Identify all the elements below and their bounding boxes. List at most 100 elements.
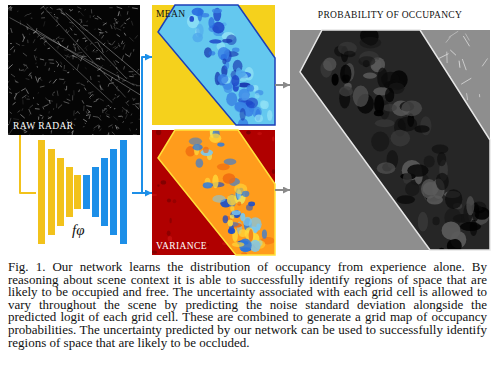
radar-return: [62, 40, 63, 42]
radar-return: [119, 12, 121, 16]
variance-speck: [257, 132, 262, 135]
radar-return: [93, 50, 94, 51]
probability-detail: [450, 50, 456, 55]
radar-return: [78, 11, 79, 12]
radar-return: [36, 28, 38, 31]
radar-return: [104, 73, 105, 74]
probability-patch: [432, 144, 449, 153]
radar-return: [106, 105, 107, 107]
radar-return: [103, 110, 105, 111]
radar-return: [122, 116, 123, 118]
radar-return: [27, 134, 30, 135]
mean-patch: [240, 108, 246, 121]
radar-return: [23, 34, 25, 39]
variance-patch: [237, 202, 241, 206]
probability-detail: [462, 59, 466, 70]
radar-return: [77, 82, 80, 83]
probability-patch: [447, 239, 462, 253]
radar-return: [115, 47, 118, 49]
image-panel: RAW RADAR: [8, 5, 140, 135]
flow-arrow: [132, 192, 152, 194]
variance-patch: [228, 219, 233, 226]
radar-return: [49, 81, 51, 83]
radar-return: [93, 94, 94, 96]
radar-return: [38, 35, 40, 37]
variance-patch: [223, 215, 228, 223]
radar-return: [8, 86, 9, 88]
radar-return: [81, 19, 83, 23]
variance-patch: [217, 163, 230, 170]
radar-return: [20, 114, 24, 118]
radar-return: [100, 86, 104, 90]
radar-return: [40, 115, 43, 117]
radar-return: [75, 49, 77, 51]
radar-return: [11, 74, 15, 77]
radar-return: [8, 124, 9, 126]
mean-patch: [212, 8, 222, 13]
radar-return: [17, 11, 19, 12]
radar-return: [86, 114, 89, 116]
radar-return: [50, 62, 55, 64]
radar-return: [69, 94, 70, 95]
radar-return: [135, 106, 139, 110]
radar-return: [39, 77, 41, 79]
radar-return: [20, 20, 21, 25]
radar-return: [128, 6, 129, 7]
decoder-bar: [120, 140, 127, 244]
radar-return: [137, 70, 138, 72]
variance-background: [152, 130, 275, 255]
radar-return: [129, 71, 134, 72]
radar-return: [9, 88, 11, 90]
radar-return: [77, 57, 80, 60]
radar-return: [103, 43, 105, 45]
radar-return: [72, 130, 73, 135]
radar-return: [35, 63, 36, 65]
radar-return: [81, 84, 85, 86]
radar-return: [81, 55, 85, 56]
radar-return: [88, 111, 90, 113]
radar-return: [35, 48, 36, 50]
radar-return: [14, 50, 16, 53]
radar-return: [64, 50, 68, 51]
variance-speck: [272, 169, 275, 174]
radar-return: [41, 134, 43, 135]
mean-patch: [217, 74, 228, 84]
figure-caption: Fig. 1. Our network learns the distribut…: [8, 261, 487, 349]
variance-patch: [203, 147, 209, 153]
radar-return: [110, 107, 111, 109]
radar-return: [111, 77, 112, 81]
radar-return: [83, 38, 86, 39]
radar-return: [91, 9, 92, 13]
image-panel: PROBABILITY OF OCCUPANCY: [290, 5, 490, 250]
radar-return: [90, 43, 91, 45]
variance-patch: [189, 138, 202, 146]
probability-patch: [437, 152, 446, 166]
radar-return: [44, 43, 45, 46]
probability-patch: [405, 182, 419, 197]
radar-return: [29, 105, 33, 108]
radar-return: [88, 92, 93, 94]
radar-return: [102, 48, 104, 53]
radar-return: [80, 19, 81, 21]
radar-return: [24, 131, 27, 132]
variance-region: [158, 130, 275, 255]
radar-return: [127, 101, 129, 103]
radar-return: [29, 109, 31, 114]
radar-return: [26, 79, 30, 80]
radar-return: [109, 43, 112, 44]
radar-return: [118, 43, 120, 47]
radar-streak: [43, 6, 125, 97]
probability-detail: [479, 94, 480, 97]
radar-return: [77, 7, 81, 9]
radar-return: [65, 29, 67, 31]
radar-return: [46, 7, 48, 8]
radar-return: [8, 134, 10, 135]
radar-return: [85, 40, 87, 42]
radar-return: [29, 114, 30, 115]
radar-return: [80, 27, 84, 30]
radar-return: [118, 11, 119, 16]
radar-return: [140, 115, 141, 116]
radar-return: [73, 111, 74, 116]
radar-return: [117, 96, 120, 98]
radar-return: [132, 74, 133, 76]
